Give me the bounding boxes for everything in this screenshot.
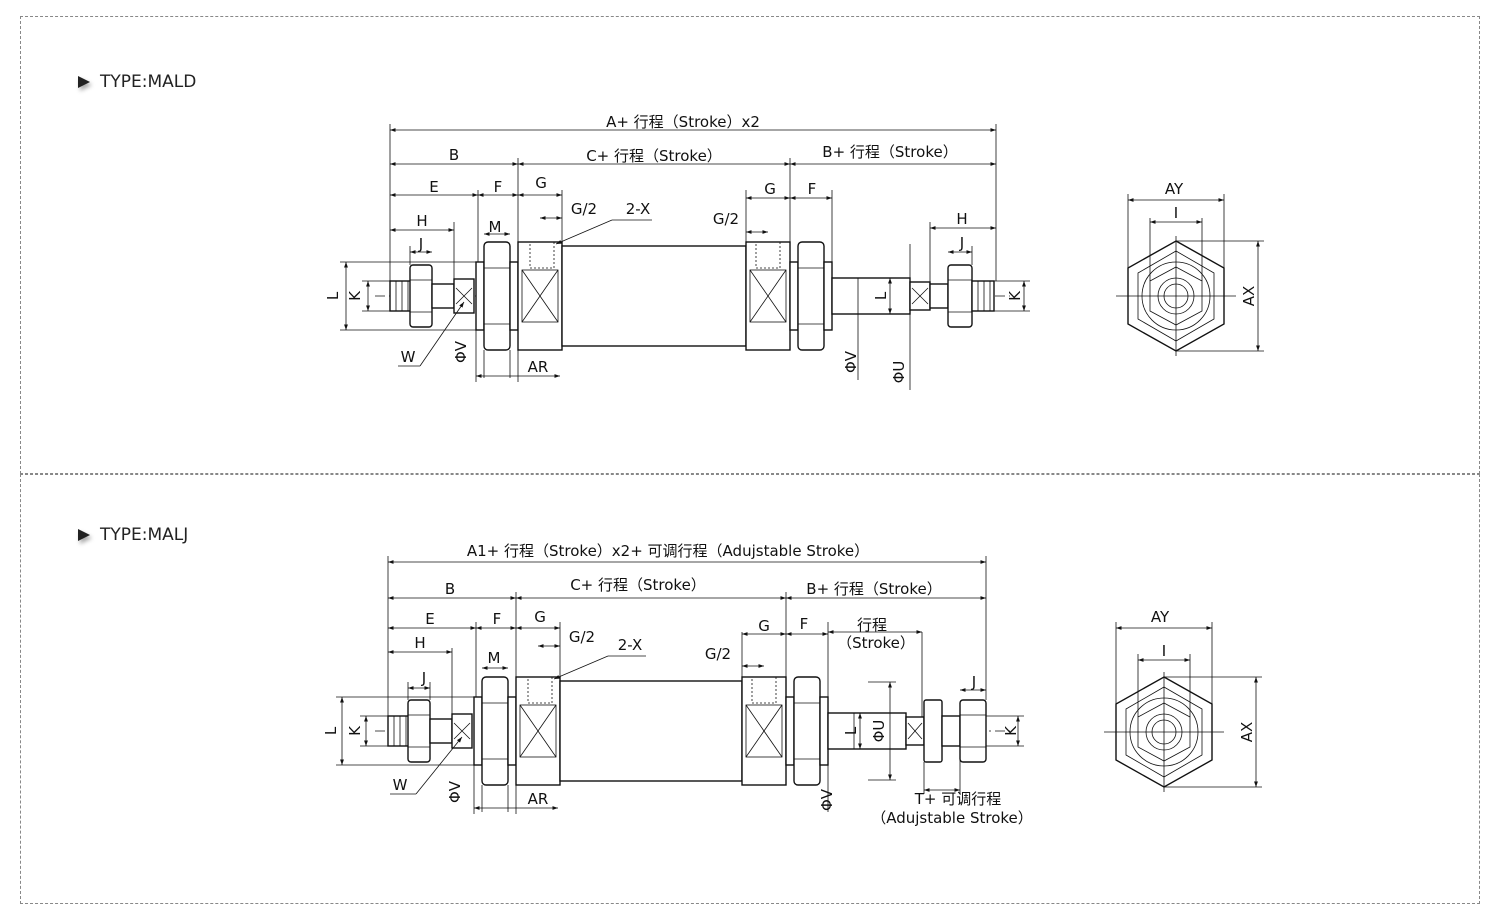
- dim-w: W: [401, 348, 416, 366]
- dim-g2: G/2: [569, 628, 595, 646]
- type-label-mald: TYPE:MALD: [78, 72, 196, 92]
- dim-l-right: L: [842, 726, 860, 735]
- dim-u: ΦU: [890, 361, 908, 384]
- dim-k-right: K: [1002, 725, 1020, 736]
- dim-g-right: G: [758, 617, 770, 635]
- dim-c: C+ 行程（Stroke）: [586, 147, 722, 165]
- cylinder-barrel: [561, 245, 747, 347]
- dim-v: ΦV: [446, 780, 464, 803]
- dim-h-right: H: [956, 210, 967, 228]
- section-frame-malj: [20, 474, 1480, 904]
- dim-g2-right: G/2: [713, 210, 739, 228]
- dim-h: H: [414, 634, 425, 652]
- dim-ax: AX: [1240, 286, 1258, 307]
- dim-stroke-zh: 行程: [857, 616, 887, 634]
- cylinder-barrel: [559, 680, 743, 782]
- triangle-bullet-icon: [78, 529, 90, 541]
- dim-v-right: ΦV: [818, 788, 836, 811]
- end-view-malj: [1104, 672, 1224, 792]
- dim-x: 2-X: [618, 636, 643, 654]
- right-rod-nut: [959, 699, 987, 763]
- dim-j: J: [421, 669, 426, 687]
- dim-j: J: [418, 235, 423, 253]
- dim-c: C+ 行程（Stroke）: [570, 576, 706, 594]
- dim-b-right: B+ 行程（Stroke）: [806, 580, 941, 598]
- dim-k-right: K: [1006, 290, 1024, 301]
- end-view-mald: [1116, 236, 1236, 356]
- triangle-bullet-icon: [78, 76, 90, 88]
- dim-a-total: A+ 行程（Stroke）x2: [606, 113, 760, 131]
- left-rod-nut: [407, 699, 431, 763]
- dim-f: F: [493, 610, 502, 628]
- left-mount-washer: [475, 261, 485, 331]
- dim-ar: AR: [528, 358, 549, 376]
- dim-ar: AR: [528, 790, 549, 808]
- dim-k: K: [346, 725, 364, 736]
- dim-u: ΦU: [870, 720, 888, 743]
- dim-l-right: L: [872, 291, 890, 300]
- left-rod: [429, 718, 453, 744]
- dim-ax: AX: [1238, 722, 1256, 743]
- left-mount-nut: [483, 241, 511, 351]
- dim-f: F: [494, 178, 503, 196]
- left-rod-thread: [387, 715, 411, 747]
- left-rod: [431, 283, 455, 309]
- dim-k: K: [346, 290, 364, 301]
- right-mount-nut: [793, 676, 821, 786]
- dim-b-left: B: [449, 146, 459, 164]
- dim-j-right: J: [959, 234, 964, 252]
- adjust-nut: [923, 699, 943, 763]
- dim-ay: AY: [1165, 180, 1184, 198]
- dim-g: G: [535, 174, 547, 192]
- right-mount-nut: [797, 241, 825, 351]
- dim-v-right: ΦV: [842, 350, 860, 373]
- drawing-malj: A1+ 行程（Stroke）x2+ 可调行程（Adujstable Stroke…: [322, 542, 1262, 827]
- dim-v: ΦV: [452, 340, 470, 363]
- type-label-text: TYPE:MALD: [100, 72, 197, 92]
- dim-l: L: [322, 726, 340, 735]
- dim-g: G: [534, 608, 546, 626]
- dim-w: W: [393, 776, 408, 794]
- left-port: [527, 676, 553, 704]
- dim-f-right: F: [808, 180, 817, 198]
- type-label-malj: TYPE:MALJ: [78, 525, 188, 545]
- dim-ay: AY: [1151, 608, 1170, 626]
- right-rod-thread: [971, 280, 995, 312]
- right-port: [751, 676, 777, 704]
- dim-a-total: A1+ 行程（Stroke）x2+ 可调行程（Adujstable Stroke…: [467, 542, 869, 560]
- left-mount-nut: [481, 676, 509, 786]
- right-rod: [827, 712, 907, 750]
- dim-i: I: [1174, 204, 1178, 222]
- drawing-mald: A+ 行程（Stroke）x2 B C+ 行程（Stroke） B+ 行程（St…: [324, 113, 1264, 390]
- dim-f-right: F: [800, 615, 809, 633]
- right-rod: [831, 277, 911, 315]
- dim-j-right: J: [971, 673, 976, 691]
- dim-stroke-en: （Stroke）: [837, 634, 915, 652]
- dim-b-right: B+ 行程（Stroke）: [822, 143, 957, 161]
- right-rod-nut: [947, 264, 973, 328]
- dim-t-en: （Adujstable Stroke）: [871, 809, 1033, 827]
- dim-g2-right: G/2: [705, 645, 731, 663]
- dim-m: M: [488, 649, 501, 667]
- right-port: [755, 241, 781, 269]
- dim-t-zh: T+ 可调行程: [914, 790, 1002, 808]
- dim-x: 2-X: [626, 200, 651, 218]
- left-rod-nut: [409, 264, 433, 328]
- left-port: [529, 241, 555, 269]
- dim-b-left: B: [445, 580, 455, 598]
- dim-i: I: [1162, 642, 1166, 660]
- dim-g2: G/2: [571, 200, 597, 218]
- dim-h: H: [416, 212, 427, 230]
- dim-e: E: [425, 610, 434, 628]
- dim-g-right: G: [764, 180, 776, 198]
- dim-l: L: [324, 291, 342, 300]
- left-rod-thread: [389, 280, 413, 312]
- type-label-text: TYPE:MALJ: [100, 525, 189, 545]
- dim-m: M: [489, 218, 502, 236]
- section-frame-mald: [20, 16, 1480, 474]
- dim-e: E: [429, 178, 438, 196]
